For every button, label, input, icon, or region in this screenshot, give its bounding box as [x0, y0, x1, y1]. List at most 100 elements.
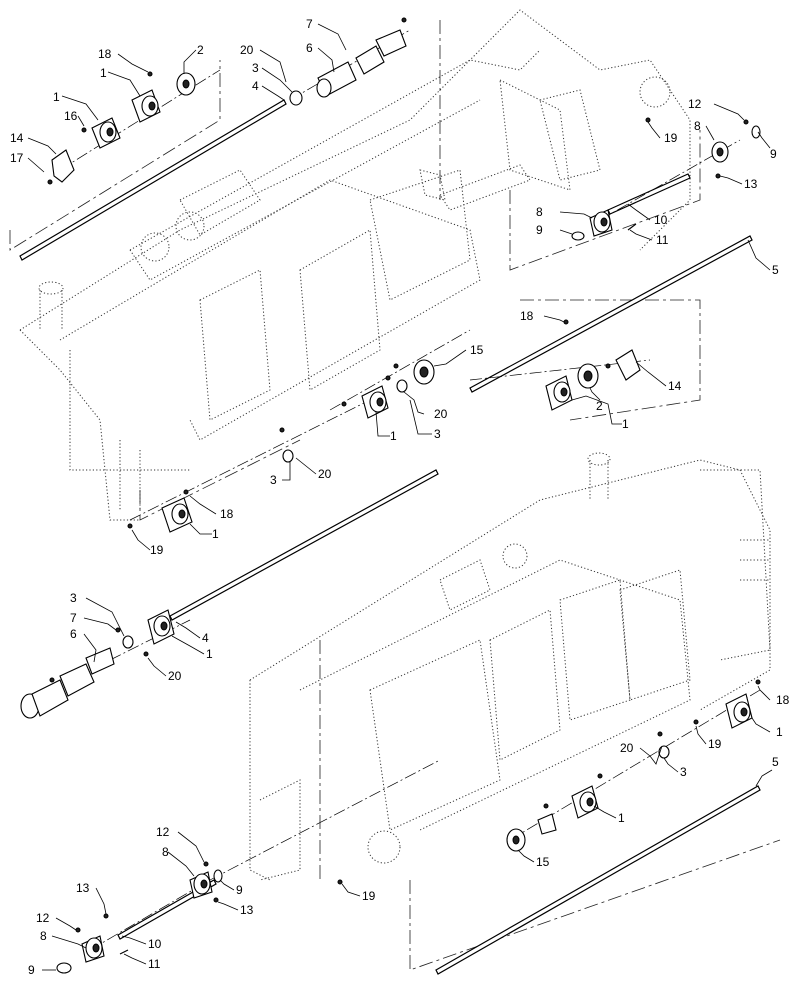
- bearing-mid-1b: [545, 375, 573, 411]
- callout-9: 9: [536, 223, 543, 237]
- callout-9: 9: [236, 883, 243, 897]
- bearing-top-right-8a: [711, 141, 729, 163]
- callout-18: 18: [520, 309, 534, 323]
- callout-3: 3: [680, 765, 687, 779]
- bearing-br-1a: [725, 693, 753, 729]
- callout-16: 16: [64, 109, 78, 123]
- nut-br-19: [693, 719, 699, 725]
- nut-br-19b: [337, 879, 343, 885]
- callout-11: 11: [148, 957, 161, 971]
- callout-labels: 18 2 1 1 16 14 17 20 3 4 7 6 12 8 9 19 1…: [10, 17, 790, 977]
- callout-1: 1: [390, 429, 397, 443]
- callout-3: 3: [252, 61, 259, 75]
- bolt-bl-7: [115, 627, 121, 633]
- bolt-mid-20b: [279, 427, 285, 433]
- callout-10: 10: [148, 937, 162, 951]
- callout-19: 19: [362, 889, 376, 903]
- collar-top-3: [289, 90, 303, 106]
- u-joint-top: [316, 17, 407, 98]
- callout-11: 11: [656, 233, 669, 247]
- callout-20: 20: [318, 467, 332, 481]
- clip-top-right-9a: [751, 125, 761, 139]
- centerlines: [59, 29, 761, 951]
- callout-6: 6: [306, 41, 313, 55]
- plate-br: [537, 813, 557, 835]
- callout-13: 13: [76, 881, 90, 895]
- nut-bb-13b: [103, 913, 109, 919]
- callout-19: 19: [150, 543, 164, 557]
- bearing-mid-1c: [161, 497, 193, 533]
- callout-20: 20: [620, 741, 634, 755]
- bolt-br-x: [597, 773, 603, 779]
- callout-3: 3: [434, 427, 441, 441]
- callout-4: 4: [202, 631, 209, 645]
- collar-br-3: [658, 745, 670, 759]
- callout-1: 1: [618, 811, 625, 825]
- nut-top-right-13: [715, 173, 721, 179]
- bearing-bb-8a: [189, 871, 213, 899]
- callout-14: 14: [668, 379, 682, 393]
- boundary-frames: [9, 20, 781, 971]
- callout-1: 1: [776, 725, 783, 739]
- clip-bb-9a: [213, 869, 223, 883]
- nut-top-right-19: [645, 117, 651, 123]
- callout-5: 5: [772, 263, 779, 277]
- bearing-mid-1a: [361, 385, 389, 419]
- callout-12: 12: [36, 911, 50, 925]
- callout-2: 2: [596, 399, 603, 413]
- callout-7: 7: [306, 17, 313, 31]
- bolt-mid-18b: [183, 489, 189, 495]
- bearing-flange-top-1: [91, 117, 121, 149]
- bolt-mid-x: [385, 375, 391, 381]
- nut-mid-19: [127, 523, 133, 529]
- callout-8: 8: [162, 845, 169, 859]
- callout-14: 14: [10, 131, 24, 145]
- u-joint-bl: [20, 647, 115, 719]
- bearing-br-1b: [571, 785, 599, 819]
- nut-bb-13a: [213, 897, 219, 903]
- upper-frame-assembly: [19, 9, 691, 521]
- callout-8: 8: [536, 205, 543, 219]
- shafts: [19, 99, 761, 975]
- callout-7: 7: [70, 611, 77, 625]
- bolt-bl-20: [143, 651, 149, 657]
- bolt-mid-20: [393, 363, 399, 369]
- bracket-mid-14: [615, 349, 641, 381]
- callout-15: 15: [470, 343, 484, 357]
- callout-2: 2: [197, 43, 204, 57]
- callout-1: 1: [100, 66, 107, 80]
- callout-18: 18: [776, 693, 790, 707]
- bolt-top-right-12: [743, 119, 749, 125]
- bracket-top-14: [47, 149, 75, 185]
- callout-20: 20: [240, 43, 254, 57]
- callout-10: 10: [654, 213, 668, 227]
- bearing-mid-2: [577, 363, 599, 389]
- callout-3: 3: [270, 473, 277, 487]
- bolt-br-20: [657, 731, 663, 737]
- collar-mid-3a: [396, 379, 408, 393]
- bearing-flange-top-2: [131, 89, 161, 123]
- bolt-mid-18: [563, 319, 569, 325]
- callout-9: 9: [770, 147, 777, 161]
- bolt-top-18: [147, 71, 153, 77]
- callout-5: 5: [772, 755, 779, 769]
- callout-12: 12: [156, 825, 170, 839]
- callout-1: 1: [212, 527, 219, 541]
- bolt-br-y: [543, 803, 549, 809]
- callout-4: 4: [252, 79, 259, 93]
- callout-12: 12: [688, 97, 702, 111]
- callout-3: 3: [70, 591, 77, 605]
- bolt-br-18: [755, 679, 761, 685]
- callout-18: 18: [98, 47, 112, 61]
- collar-mid-3b: [282, 449, 294, 463]
- key-top-right-11: [627, 223, 637, 231]
- bearing-bb-8b: [81, 935, 105, 963]
- bolt-mid-14b: [605, 363, 611, 369]
- key-bb-11: [119, 949, 129, 955]
- callout-8: 8: [40, 929, 47, 943]
- bolt-bb-12a: [203, 861, 209, 867]
- shaft-5-lower: [435, 785, 761, 975]
- collar-top-2: [176, 72, 196, 96]
- clip-top-right-9b: [571, 231, 585, 241]
